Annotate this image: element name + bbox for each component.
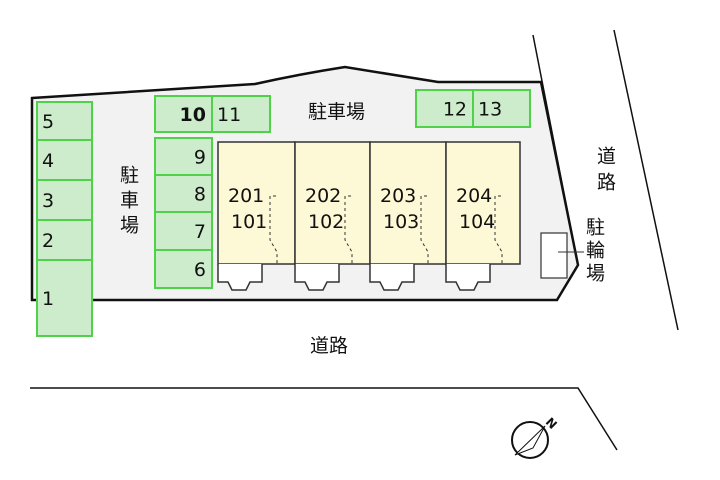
- parking-number: 12: [443, 99, 467, 121]
- parking-number: 3: [42, 190, 54, 212]
- parking-number: 11: [217, 104, 241, 126]
- parking-number: 8: [194, 184, 206, 206]
- bicycle-parking-area: [540, 232, 568, 279]
- parking-space-5: [36, 101, 93, 141]
- parking-label-left: 駐車場: [117, 165, 139, 240]
- parking-space-7: [154, 211, 213, 251]
- parking-number: 6: [194, 259, 206, 281]
- parking-space-9: [154, 137, 213, 176]
- porch: [445, 264, 491, 291]
- unit-upper-number: 204: [456, 185, 492, 207]
- parking-label-top: 駐車場: [308, 101, 365, 123]
- parking-number: 2: [42, 230, 54, 252]
- parking-space-10: [154, 95, 213, 133]
- unit-upper-number: 201: [228, 185, 264, 207]
- parking-number: 5: [42, 111, 54, 133]
- parking-space-12: [415, 89, 474, 128]
- road-label-right: 道路: [594, 146, 616, 198]
- unit-101: [217, 141, 296, 265]
- parking-number: 7: [194, 221, 206, 243]
- stair-outline: [344, 195, 353, 264]
- parking-number: 13: [478, 99, 502, 121]
- parking-space-3: [36, 179, 93, 221]
- unit-lower-number: 103: [383, 211, 419, 233]
- parking-space-13: [472, 89, 531, 128]
- road-edge: [30, 387, 618, 451]
- unit-upper-number: 202: [305, 185, 341, 207]
- bicycle-parking-label: 駐輪場: [583, 217, 605, 286]
- north-compass-icon: N: [511, 415, 560, 459]
- stair-outline: [494, 195, 503, 264]
- parking-number: 4: [42, 150, 54, 172]
- parking-number: 1: [42, 288, 54, 310]
- unit-lower-number: 102: [308, 211, 344, 233]
- porch: [217, 264, 263, 291]
- unit-lower-number: 101: [231, 211, 267, 233]
- parking-number: 10: [180, 104, 206, 126]
- road-label-bottom: 道路: [310, 335, 348, 357]
- unit-lower-number: 104: [459, 211, 495, 233]
- unit-103: [369, 141, 447, 265]
- road-edge: [613, 29, 679, 331]
- porch: [294, 264, 340, 291]
- unit-upper-number: 203: [380, 185, 416, 207]
- parking-number: 9: [194, 147, 206, 169]
- stair-outline: [269, 195, 278, 264]
- stair-outline: [420, 195, 429, 264]
- porch: [369, 264, 415, 291]
- unit-104: [445, 141, 521, 265]
- parking-space-11: [211, 95, 271, 133]
